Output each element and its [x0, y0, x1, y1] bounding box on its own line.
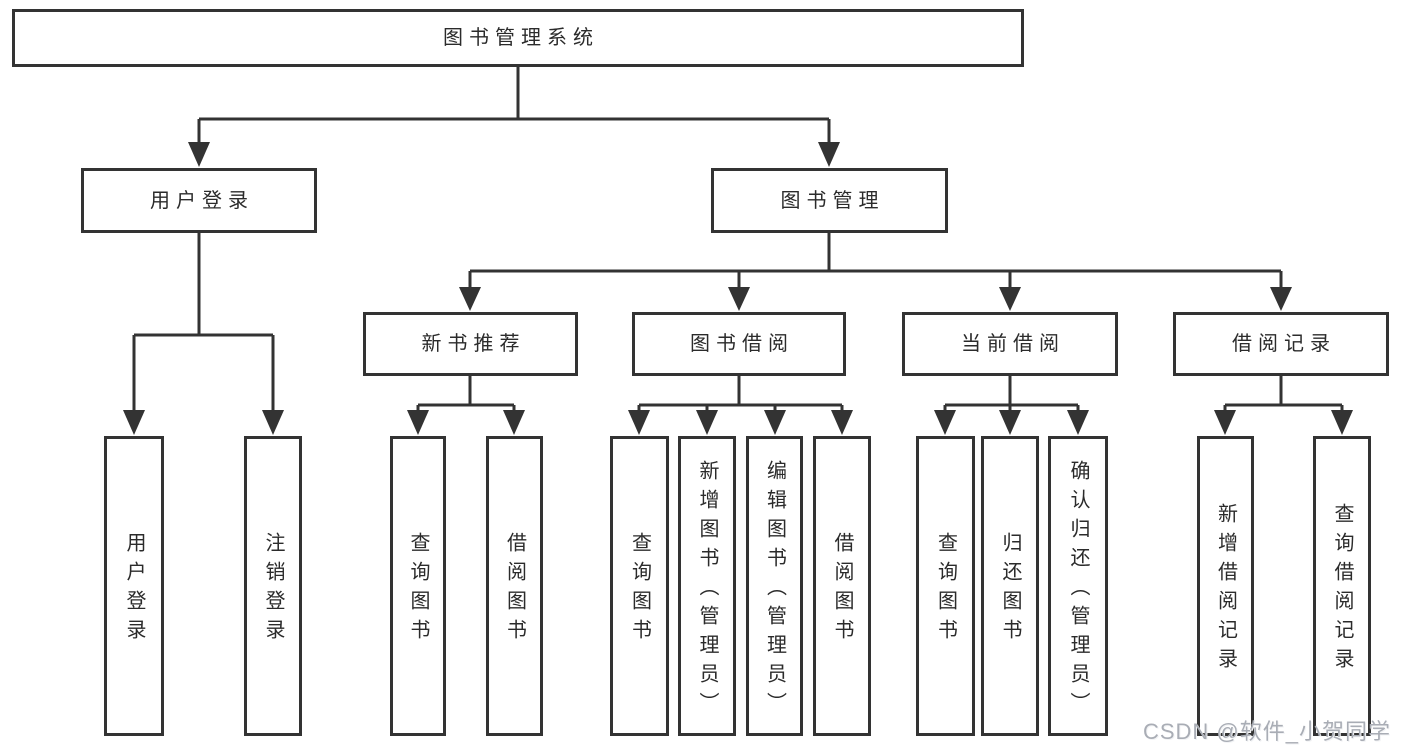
node-label: 查询借阅记录	[1331, 503, 1353, 677]
node-label: 图书借阅	[690, 333, 794, 355]
leaf-confirm-return-admin: 确认归还（管理员）	[1048, 436, 1108, 736]
node-label: 新书推荐	[421, 333, 526, 355]
edge-borrowrecords-to-leaves	[1223, 376, 1344, 412]
node-label: 编辑图书（管理员）	[763, 459, 786, 721]
node-label: 查询图书	[407, 532, 429, 648]
arrowhead-icon	[407, 410, 429, 435]
leaf-return-books: 归还图书	[981, 436, 1039, 736]
arrowhead-icon	[1270, 287, 1292, 311]
arrowhead-icon	[764, 410, 786, 435]
arrowhead-icon	[1331, 410, 1353, 435]
leaf-query-books-recommend: 查询图书	[390, 436, 446, 736]
leaf-borrow-books-recommend: 借阅图书	[486, 436, 543, 736]
arrowhead-icon	[262, 410, 284, 435]
edge-root-to-level2	[197, 67, 831, 144]
leaf-query-books-current: 查询图书	[916, 436, 975, 736]
node-label: 新增借阅记录	[1214, 503, 1237, 677]
arrowhead-icon	[188, 142, 210, 167]
node-label: 用户登录	[150, 189, 254, 212]
arrowhead-icon	[1067, 410, 1089, 435]
node-book-borrowing: 图书借阅	[632, 312, 846, 376]
node-label: 图书管理系统	[443, 27, 599, 49]
edge-newbookrec-to-leaves	[416, 376, 516, 412]
arrowhead-icon	[1214, 410, 1236, 435]
leaf-borrow-books-borrowing: 借阅图书	[813, 436, 871, 736]
leaf-add-books-admin: 新增图书（管理员）	[678, 436, 736, 736]
csdn-watermark: CSDN @软件_小贺同学	[1142, 719, 1391, 744]
node-current-borrowing: 当前借阅	[902, 312, 1118, 376]
arrowheads	[123, 142, 1353, 435]
leaf-query-borrow-record: 查询借阅记录	[1313, 436, 1371, 736]
arrowhead-icon	[459, 287, 481, 311]
arrowhead-icon	[696, 410, 718, 435]
edge-userlogin-to-leaves	[132, 233, 275, 412]
leaf-query-books-borrowing: 查询图书	[610, 436, 669, 736]
node-label: 借阅记录	[1232, 333, 1336, 355]
node-borrowing-records: 借阅记录	[1173, 312, 1389, 376]
node-label: 查询图书	[934, 532, 957, 648]
edge-bookmgmt-to-level3	[468, 233, 1283, 289]
arrowhead-icon	[818, 142, 840, 167]
arrowhead-icon	[934, 410, 956, 435]
leaf-edit-books-admin: 编辑图书（管理员）	[746, 436, 803, 736]
node-book-management: 图书管理	[711, 168, 948, 233]
node-new-book-recommend: 新书推荐	[363, 312, 578, 376]
node-root-library-system: 图书管理系统	[12, 9, 1024, 67]
node-label: 查询图书	[628, 532, 651, 648]
edge-bookborrow-to-leaves	[637, 376, 844, 412]
node-label: 注销登录	[262, 532, 284, 648]
leaf-logout: 注销登录	[244, 436, 302, 736]
arrowhead-icon	[999, 410, 1021, 435]
node-label: 新增图书（管理员）	[696, 459, 718, 721]
edge-currentborrow-to-leaves	[943, 376, 1080, 412]
arrowhead-icon	[628, 410, 650, 435]
node-label: 当前借阅	[961, 333, 1065, 355]
arrowhead-icon	[503, 410, 525, 435]
node-label: 借阅图书	[831, 532, 853, 648]
node-label: 图书管理	[780, 189, 885, 212]
node-label: 确认归还（管理员）	[1067, 459, 1089, 721]
node-label: 归还图书	[999, 532, 1021, 648]
arrowhead-icon	[728, 287, 750, 311]
node-label: 用户登录	[123, 532, 145, 648]
node-label: 借阅图书	[503, 532, 526, 648]
arrowhead-icon	[999, 287, 1021, 311]
node-user-login: 用户登录	[81, 168, 317, 233]
leaf-add-borrow-record: 新增借阅记录	[1197, 436, 1254, 736]
arrowhead-icon	[123, 410, 145, 435]
leaf-user-login: 用户登录	[104, 436, 164, 736]
arrowhead-icon	[831, 410, 853, 435]
